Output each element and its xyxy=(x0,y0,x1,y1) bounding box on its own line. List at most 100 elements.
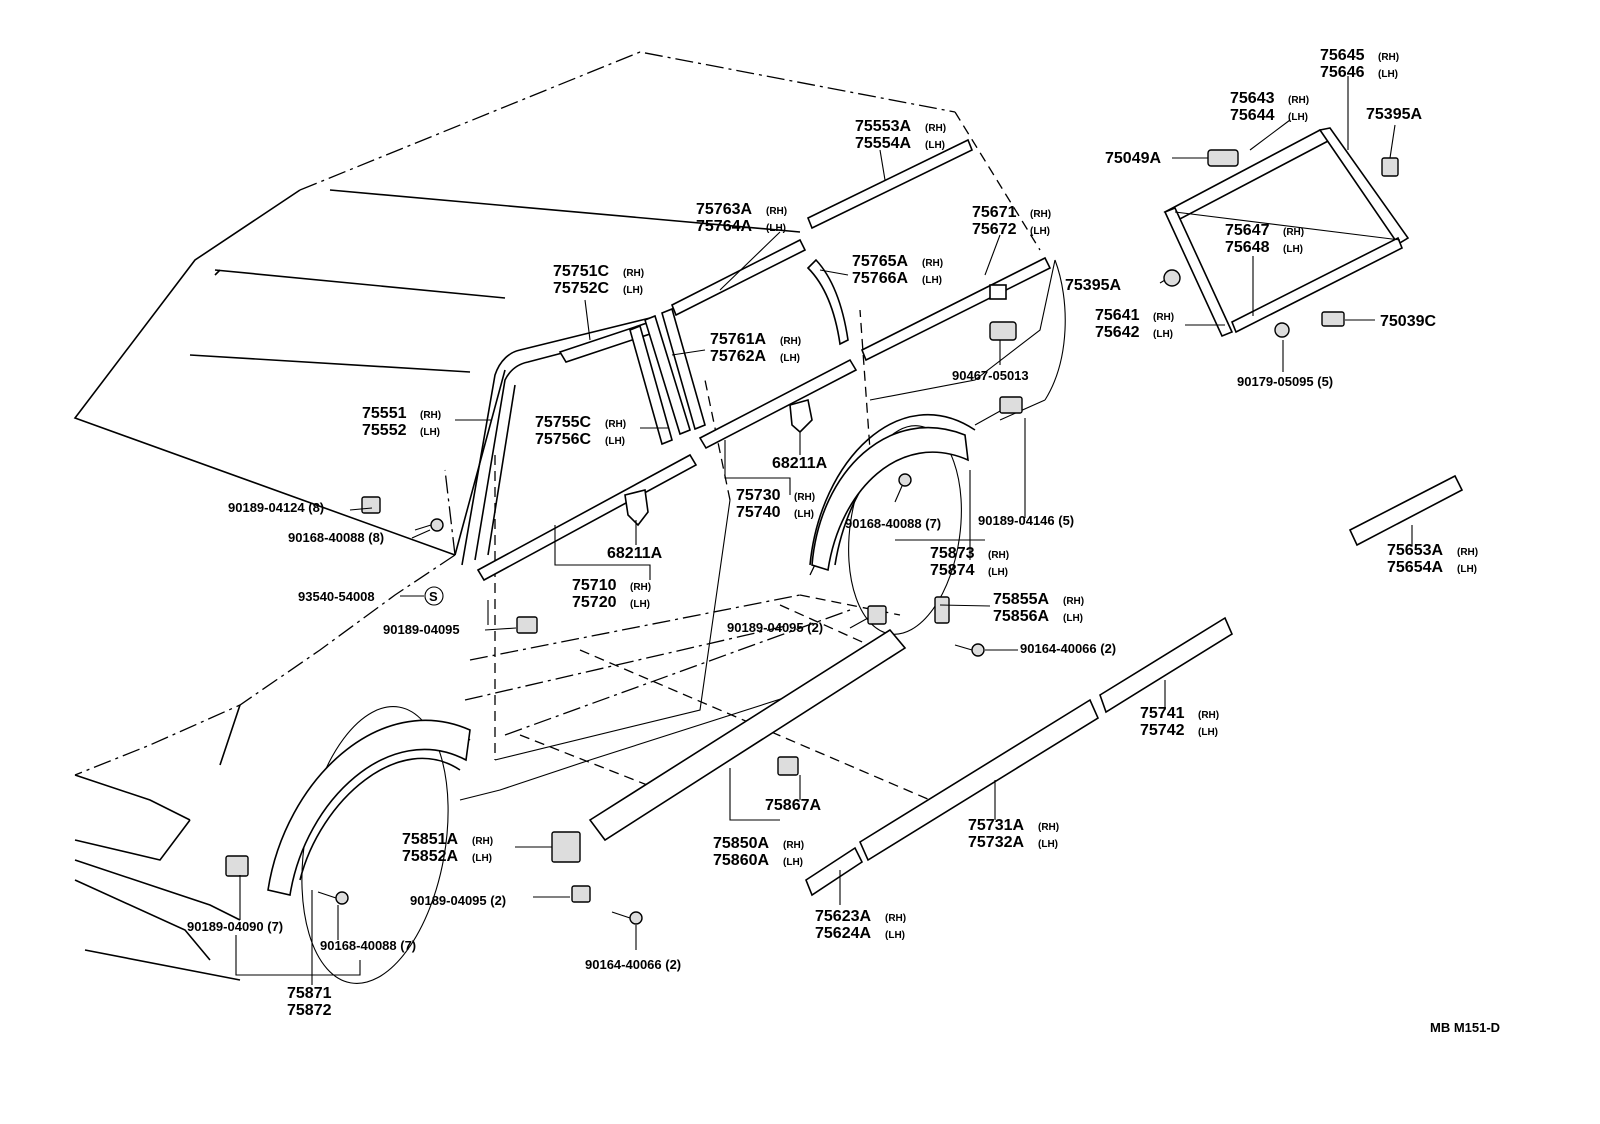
callout-text: (LH) xyxy=(420,427,440,438)
callout-text: 90189-04124 (8) xyxy=(228,500,324,515)
callout-75553A: 75553A(RH) 75554A(LH) xyxy=(855,118,946,152)
callout-text: 75764A xyxy=(696,218,752,235)
callout-75671: 75671 (RH) 75672 (LH) xyxy=(972,204,1051,238)
callout-text: 93540-54008 xyxy=(298,589,375,604)
callout-text: 75740 xyxy=(736,504,781,521)
callout-text: 75710 xyxy=(572,577,617,594)
callout-text: 75720 xyxy=(572,594,617,611)
callout-text: 75647 xyxy=(1225,222,1270,239)
callout-75653A: 75653A(RH) 75654A(LH) xyxy=(1387,542,1478,576)
callout-text: (RH) xyxy=(885,913,906,924)
callout-text: 90168-40088 (7) xyxy=(845,516,941,531)
callout-75741: 75741(RH) 75742(LH) xyxy=(1140,705,1219,739)
callout-68211A-upper: 68211A xyxy=(772,455,828,472)
callout-text: (RH) xyxy=(925,123,946,134)
callout-75765A: 75765A(RH) 75766A(LH) xyxy=(852,253,943,287)
callout-90189-04124: 90189-04124 (8) xyxy=(228,500,324,515)
callout-text: (RH) xyxy=(780,336,801,347)
callout-90164-40066-lower: 90164-40066 (2) xyxy=(585,957,681,972)
callout-90189-04095-front: 90189-04095 xyxy=(383,622,460,637)
callout-text: (RH) xyxy=(1283,227,1304,238)
callout-text: (RH) xyxy=(988,550,1009,561)
callout-75850A: 75850A (RH) 75860A (LH) xyxy=(713,835,804,869)
callout-75395A-mid: 75395A xyxy=(1065,277,1121,294)
callout-text: 90164-40066 (2) xyxy=(1020,641,1116,656)
callout-text: 75851A xyxy=(402,831,458,848)
callout-text: (RH) xyxy=(766,206,787,217)
callout-text: 75395A xyxy=(1065,277,1121,294)
callout-text: 75551 xyxy=(362,405,407,422)
callout-75867A: 75867A xyxy=(765,797,821,814)
callout-75647: 75647(RH) 75648(LH) xyxy=(1225,222,1304,256)
callout-text: 75644 xyxy=(1230,107,1275,124)
callout-text: 90168-40088 (7) xyxy=(320,938,416,953)
callout-text: 75874 xyxy=(930,562,975,579)
callout-text: (LH) xyxy=(1063,613,1083,624)
callout-text: 75671 xyxy=(972,204,1017,221)
callout-93540-54008: 93540-54008 xyxy=(298,589,375,604)
callout-labels: 75645(RH) 75646(LH) 75643(RH) 75644(LH) … xyxy=(187,47,1500,1035)
callout-text: 75643 xyxy=(1230,90,1275,107)
callout-text: 90189-04095 xyxy=(383,622,460,637)
callout-68211A-lower: 68211A xyxy=(607,545,663,562)
callout-text: 90189-04095 (2) xyxy=(727,620,823,635)
callout-text: 75672 xyxy=(972,221,1017,238)
callout-75643: 75643(RH) 75644(LH) xyxy=(1230,90,1309,124)
callout-text: (LH) xyxy=(605,436,625,447)
part-shapes: S xyxy=(225,127,1464,925)
callout-text: 75856A xyxy=(993,608,1049,625)
callout-75751C: 75751C(RH) 75752C(LH) xyxy=(553,263,644,297)
callout-text: (LH) xyxy=(885,930,905,941)
callout-text: (LH) xyxy=(783,857,803,868)
callout-75551: 75551(RH) 75552(LH) xyxy=(362,405,441,439)
callout-text: 75852A xyxy=(402,848,458,865)
callout-75730: 75730(RH) 75740(LH) xyxy=(736,487,815,521)
callout-text: 90467-05013 xyxy=(952,368,1029,383)
callout-90189-04146: 90189-04146 (5) xyxy=(978,513,1074,528)
callout-text: (RH) xyxy=(605,419,626,430)
callout-text: 75860A xyxy=(713,852,769,869)
callout-text: (LH) xyxy=(1288,112,1308,123)
callout-text: (RH) xyxy=(1030,209,1051,220)
callout-text: (RH) xyxy=(1038,822,1059,833)
callout-text: 75751C xyxy=(553,263,609,280)
callout-90164-40066-rear: 90164-40066 (2) xyxy=(1020,641,1116,656)
callout-text: 75855A xyxy=(993,591,1049,608)
callout-75855A: 75855A (RH) 75856A (LH) xyxy=(993,591,1084,625)
callout-text: 75850A xyxy=(713,835,769,852)
callout-text: 75752C xyxy=(553,280,609,297)
callout-text: 68211A xyxy=(772,455,828,472)
callout-text: 75049A xyxy=(1105,150,1161,167)
callout-text: 75646 xyxy=(1320,64,1365,81)
callout-text: 75648 xyxy=(1225,239,1270,256)
callout-text: 75755C xyxy=(535,414,591,431)
callout-text: 75645 xyxy=(1320,47,1365,64)
callout-text: 75867A xyxy=(765,797,821,814)
callout-90189-04095-rear: 90189-04095 (2) xyxy=(727,620,823,635)
callout-text: (LH) xyxy=(1030,226,1050,237)
leader-lines xyxy=(235,76,1413,985)
callout-text: (RH) xyxy=(1457,547,1478,558)
callout-text: 75872 xyxy=(287,1002,332,1019)
callout-text: (RH) xyxy=(623,268,644,279)
callout-text: (LH) xyxy=(1378,69,1398,80)
callout-text: 75653A xyxy=(1387,542,1443,559)
callout-75851A: 75851A(RH) 75852A(LH) xyxy=(402,831,493,865)
callout-text: (RH) xyxy=(420,410,441,421)
callout-text: 75762A xyxy=(710,348,766,365)
callout-text: (RH) xyxy=(794,492,815,503)
callout-text: (RH) xyxy=(1063,596,1084,607)
callout-75039C: 75039C xyxy=(1380,313,1436,330)
symbol-s: S xyxy=(429,589,438,604)
callout-90467-05013: 90467-05013 xyxy=(952,368,1029,383)
callout-75623A: 75623A(RH) 75624A(LH) xyxy=(815,908,906,942)
callout-75645: 75645(RH) 75646(LH) xyxy=(1320,47,1399,81)
callout-text: (LH) xyxy=(925,140,945,151)
callout-90189-04090: 90189-04090 (7) xyxy=(187,919,283,934)
callout-text: (RH) xyxy=(783,840,804,851)
callout-text: 75761A xyxy=(710,331,766,348)
callout-90179-05095: 90179-05095 (5) xyxy=(1237,374,1333,389)
callout-text: 75624A xyxy=(815,925,871,942)
